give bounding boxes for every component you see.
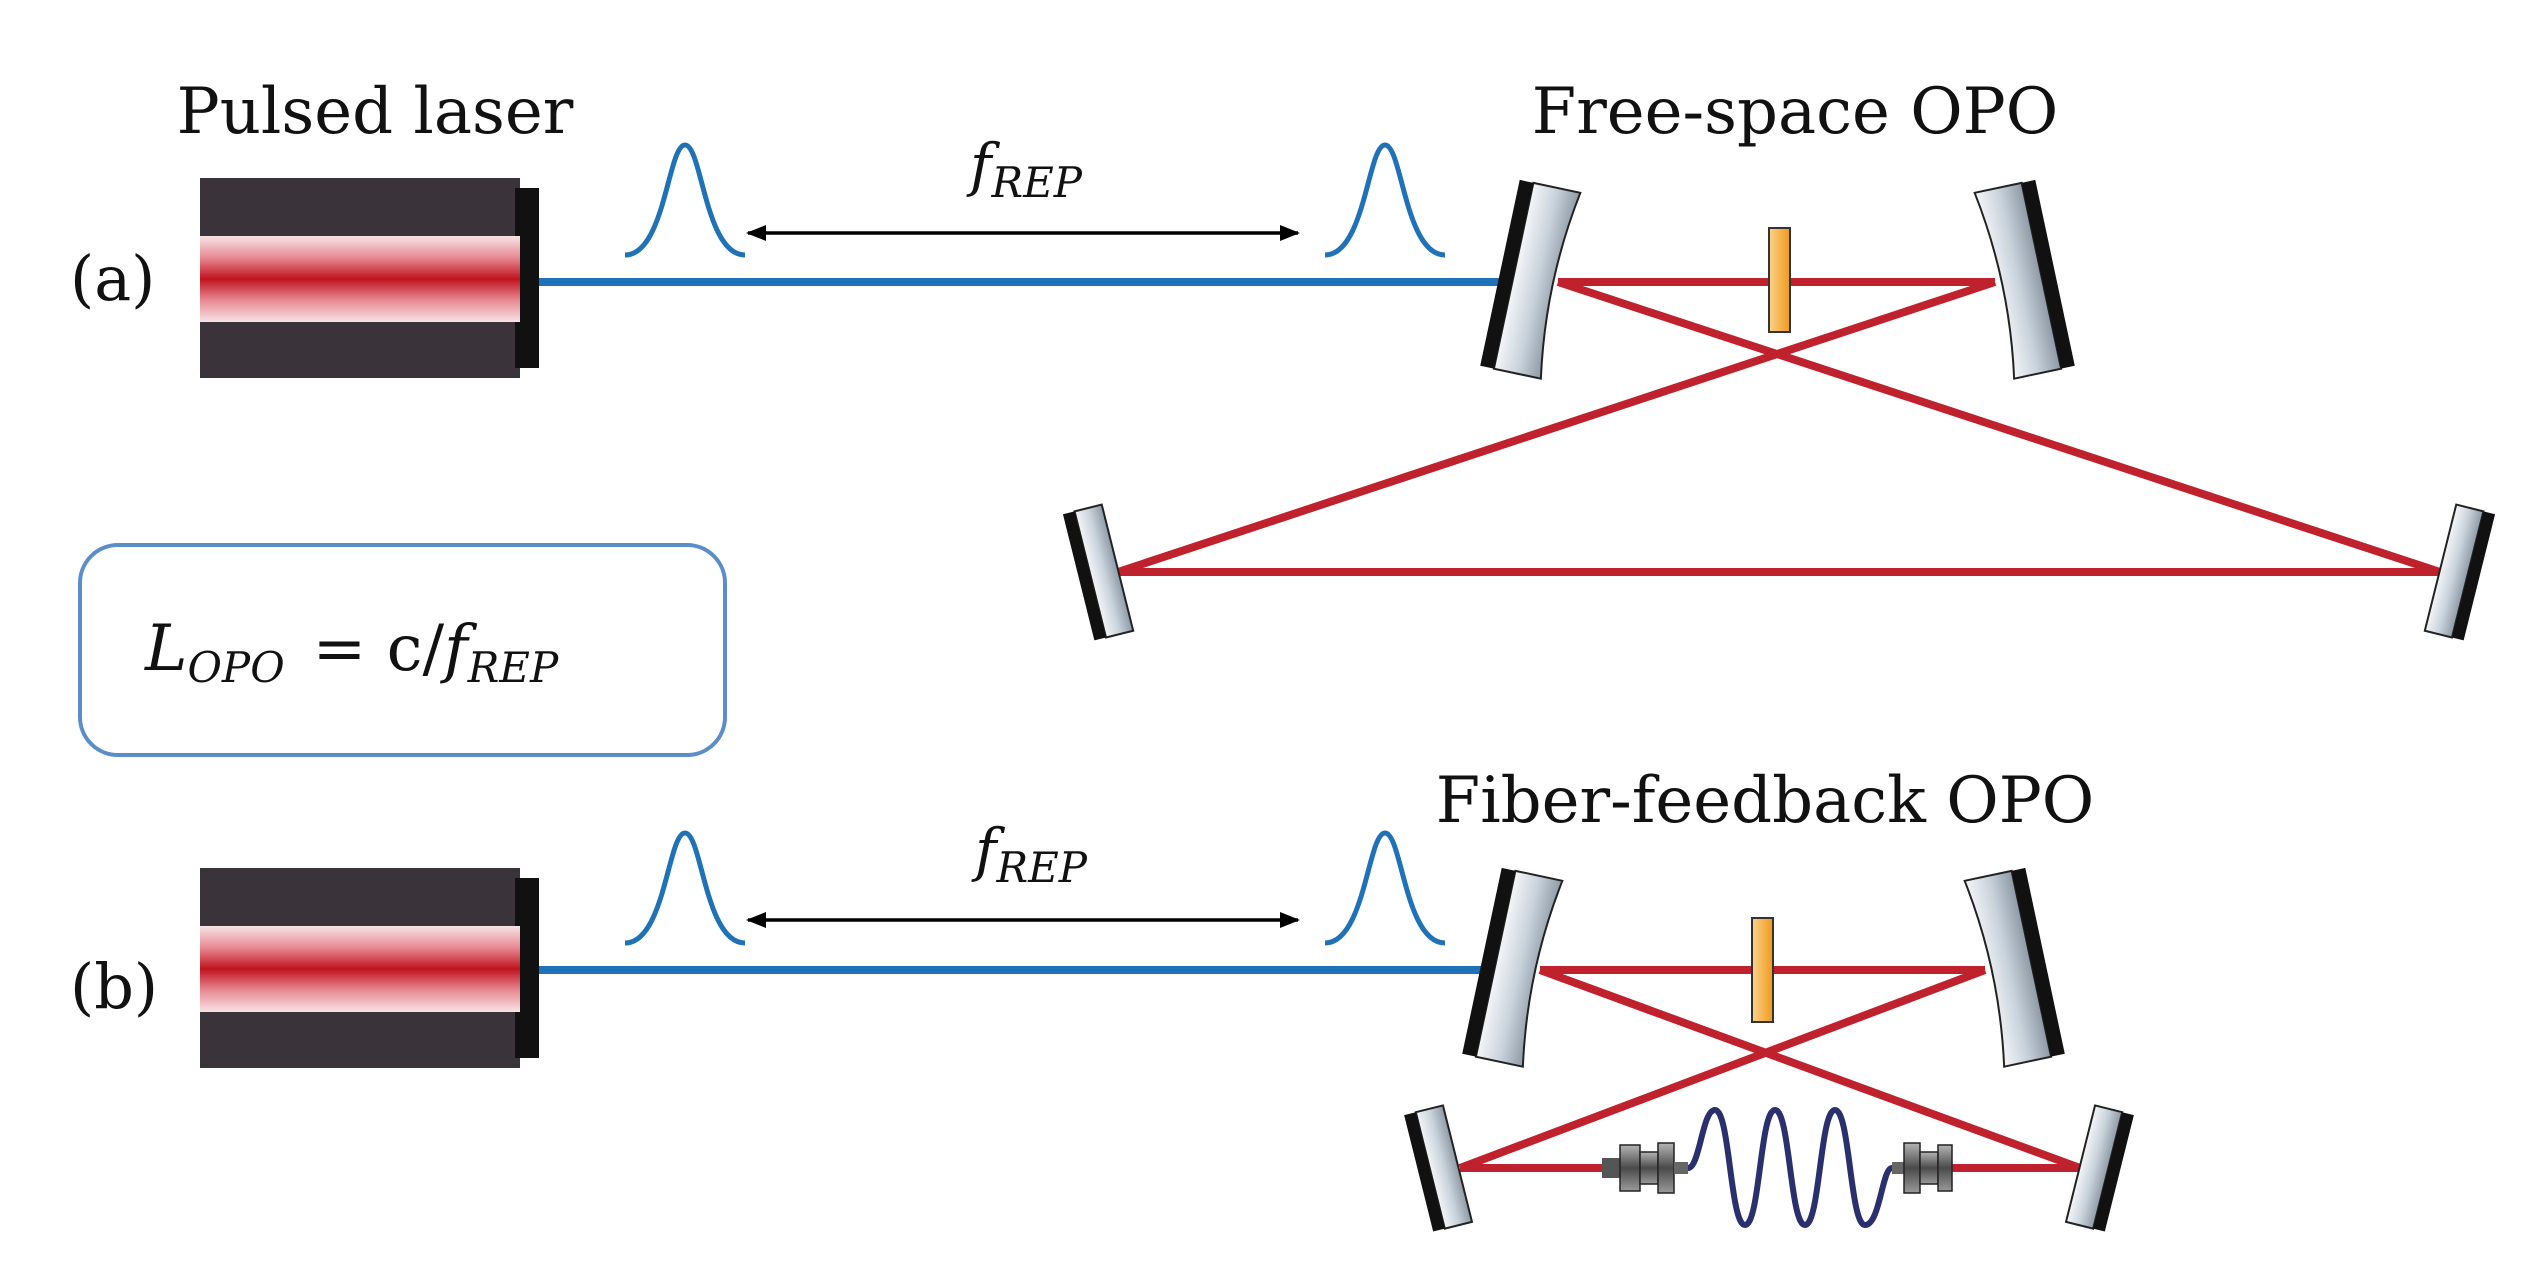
- flat-mirror-right: [2064, 1104, 2134, 1232]
- curved-mirror-input: [1480, 179, 1582, 380]
- pulsed-laser-b: [200, 868, 539, 1068]
- curved-mirror-output: [1963, 867, 2065, 1068]
- panel-b-label: (b): [70, 950, 158, 1023]
- pump-pulse-icon: [624, 142, 746, 258]
- signal-beams-a: [1116, 278, 2442, 576]
- fiber-feedback-opo-title: Fiber-feedback OPO: [1436, 764, 2094, 838]
- flat-mirror-right: [2423, 503, 2496, 641]
- nonlinear-crystal: [1768, 227, 1791, 333]
- nonlinear-crystal: [1751, 917, 1774, 1023]
- pump-pulse-icon: [624, 830, 746, 946]
- flat-mirror-left: [1404, 1104, 1474, 1232]
- pulsed-laser-a: [200, 178, 539, 378]
- curved-mirror-input: [1462, 867, 1564, 1068]
- rep-rate-label: fREP: [971, 816, 1088, 892]
- free-space-opo-title: Free-space OPO: [1532, 75, 2058, 149]
- panel-a-label: (a): [70, 242, 155, 315]
- rep-rate-label: fREP: [966, 131, 1083, 207]
- formula-box-border: [78, 543, 727, 757]
- signal-beams-b: [1458, 966, 2082, 1172]
- panel-a: Pulsed laser (a) fREP Free-space OPO: [70, 75, 2496, 641]
- laser-beam-window: [200, 926, 520, 1012]
- pump-pulse-icon: [1324, 142, 1446, 258]
- laser-beam-window: [200, 236, 520, 322]
- cavity-length-formula-box: LOPO= c/fREP: [78, 543, 727, 757]
- pump-pulse-icon: [1324, 830, 1446, 946]
- panel-b: (b) fREP Fiber-feedback OPO: [70, 764, 2134, 1232]
- fiber-connector-right: [1892, 1142, 1953, 1194]
- feedback-fiber: [1602, 1106, 1953, 1229]
- flat-mirror-left: [1062, 503, 1135, 641]
- pulsed-laser-title: Pulsed laser: [177, 75, 574, 149]
- cavity-length-formula: LOPO= c/fREP: [144, 612, 559, 692]
- curved-mirror-output: [1973, 179, 2075, 380]
- fiber-coil: [1686, 1106, 1894, 1229]
- fiber-connector-left: [1602, 1142, 1688, 1194]
